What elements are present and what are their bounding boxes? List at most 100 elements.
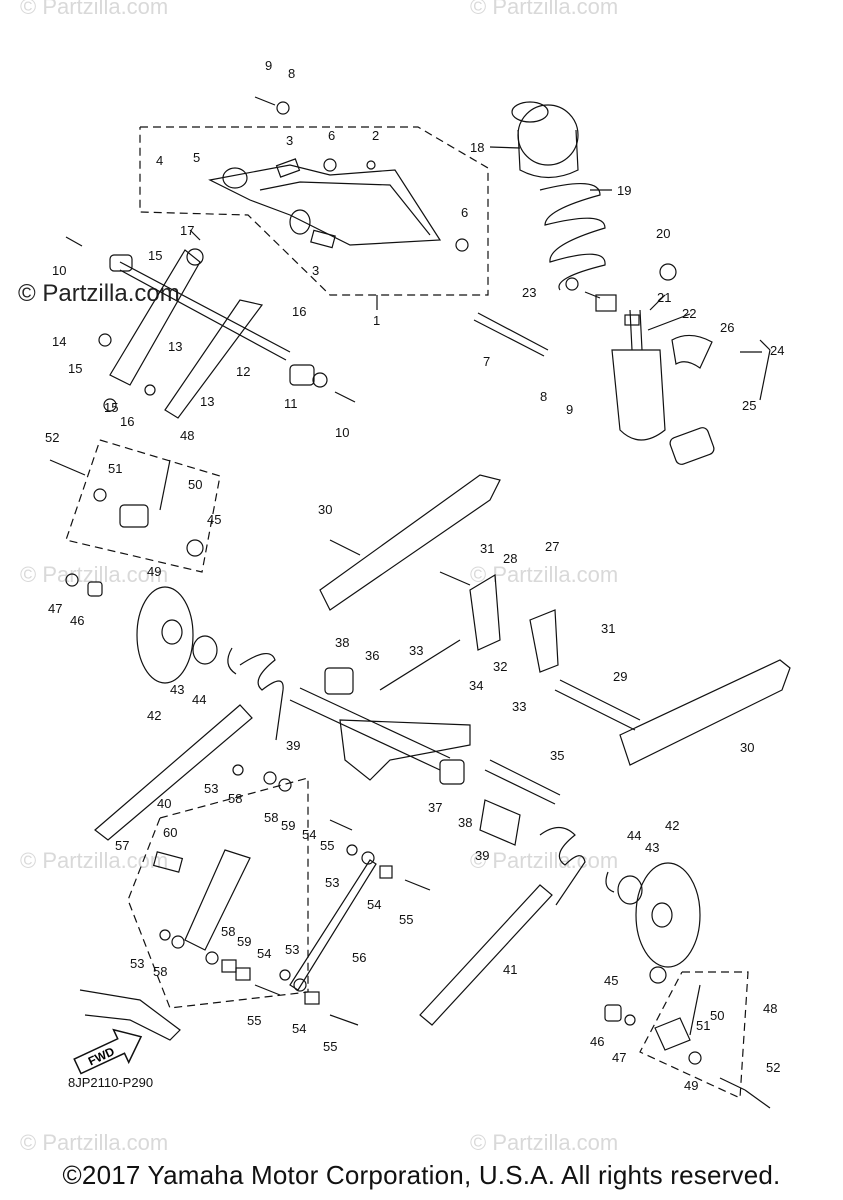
rail-left: [319, 474, 501, 611]
part-number: 38: [335, 635, 349, 650]
spring-40: [94, 704, 253, 841]
fwd-arrow: FWD: [73, 1028, 143, 1075]
watermark: © Partzilla.com: [18, 280, 180, 307]
part-number: 51: [696, 1018, 710, 1033]
part-number: 43: [170, 682, 184, 697]
part-number: 28: [503, 551, 517, 566]
watermark: © Partzilla.com: [20, 1130, 169, 1155]
part-number: 29: [613, 669, 627, 684]
part-number: 13: [200, 394, 214, 409]
part-number: 11: [284, 396, 298, 411]
part-number: 58: [228, 791, 242, 806]
part-number: 15: [68, 361, 82, 376]
part-number: 15: [148, 248, 162, 263]
group-box-rear-left: [65, 439, 221, 573]
part-number: 45: [207, 512, 221, 527]
part-number: 12: [236, 364, 250, 379]
part-number: 35: [550, 748, 564, 763]
part-number: 26: [720, 320, 734, 335]
part-number: 52: [766, 1060, 780, 1075]
watermark: © Partzilla.com: [470, 0, 619, 19]
part-number: 60: [163, 825, 177, 840]
shaft-main: [289, 687, 451, 771]
part-number: 16: [120, 414, 134, 429]
part-number: 31: [601, 621, 615, 636]
part-number: 2: [372, 128, 379, 143]
shock-spring: [539, 182, 606, 291]
part-number: 22: [682, 306, 696, 321]
part-number: 19: [617, 183, 631, 198]
part-number: 46: [590, 1034, 604, 1049]
part-number: 8: [288, 66, 295, 81]
spring-41: [419, 884, 553, 1026]
part-number: 6: [461, 205, 468, 220]
rail-right: [619, 659, 791, 766]
part-number: 41: [503, 962, 517, 977]
copyright-footer: ©2017 Yamaha Motor Corporation, U.S.A. A…: [62, 1160, 781, 1190]
part-number: 58: [264, 810, 278, 825]
part-number: 53: [204, 781, 218, 796]
group-box-rear-right: [639, 971, 749, 1099]
part-number: 53: [130, 956, 144, 971]
part-number: 5: [193, 150, 200, 165]
part-number: 24: [770, 343, 784, 358]
part-number: 40: [157, 796, 171, 811]
part-number: 59: [281, 818, 295, 833]
part-number: 15: [104, 400, 118, 415]
group-box-shock-lower: [127, 777, 309, 1009]
part-number: 55: [323, 1039, 337, 1054]
diagram-artwork: [49, 96, 791, 1109]
part-number: 38: [458, 815, 472, 830]
part-number: 6: [328, 128, 335, 143]
part-number: 9: [566, 402, 573, 417]
part-number: 46: [70, 613, 84, 628]
part-number: 59: [237, 934, 251, 949]
part-number: 54: [257, 946, 271, 961]
part-number: 48: [180, 428, 194, 443]
part-number: 31: [480, 541, 494, 556]
part-number: 58: [221, 924, 235, 939]
watermark: © Partzilla.com: [20, 0, 169, 19]
group-box-upper-arm: [139, 126, 489, 296]
part-number: 39: [475, 848, 489, 863]
part-number: 39: [286, 738, 300, 753]
part-number: 47: [612, 1050, 626, 1065]
part-number: 27: [545, 539, 559, 554]
part-number: 49: [684, 1078, 698, 1093]
part-number: 49: [147, 564, 161, 579]
link-13: [109, 249, 201, 386]
part-number: 3: [312, 263, 319, 278]
part-number: 10: [335, 425, 349, 440]
part-number: 18: [470, 140, 484, 155]
part-number: 56: [352, 950, 366, 965]
part-number: 42: [147, 708, 161, 723]
part-number: 50: [710, 1008, 724, 1023]
part-number: 14: [52, 334, 66, 349]
part-number: 7: [483, 354, 490, 369]
upper-arm: [208, 164, 442, 246]
part-number: 42: [665, 818, 679, 833]
part-number: 44: [627, 828, 641, 843]
part-number: 9: [265, 58, 272, 73]
part-number: 55: [399, 912, 413, 927]
part-number: 3: [286, 133, 293, 148]
part-number: 53: [285, 942, 299, 957]
part-number: 50: [188, 477, 202, 492]
drawing-code: 8JP2110-P290: [68, 1075, 154, 1090]
part-number: 58: [153, 964, 167, 979]
part-number: 30: [740, 740, 754, 755]
part-number: 37: [428, 800, 442, 815]
part-number: 13: [168, 339, 182, 354]
part-number: 44: [192, 692, 206, 707]
part-number: 36: [365, 648, 379, 663]
wheel-right: [635, 862, 701, 968]
part-number: 8: [540, 389, 547, 404]
part-number: 55: [247, 1013, 261, 1028]
cross-shaft-12: [119, 261, 291, 361]
part-number: 47: [48, 601, 62, 616]
part-number: 17: [180, 223, 194, 238]
part-number: 1: [373, 313, 380, 328]
part-number: 54: [302, 827, 316, 842]
rod-7: [473, 312, 549, 357]
link-13b: [164, 299, 264, 419]
